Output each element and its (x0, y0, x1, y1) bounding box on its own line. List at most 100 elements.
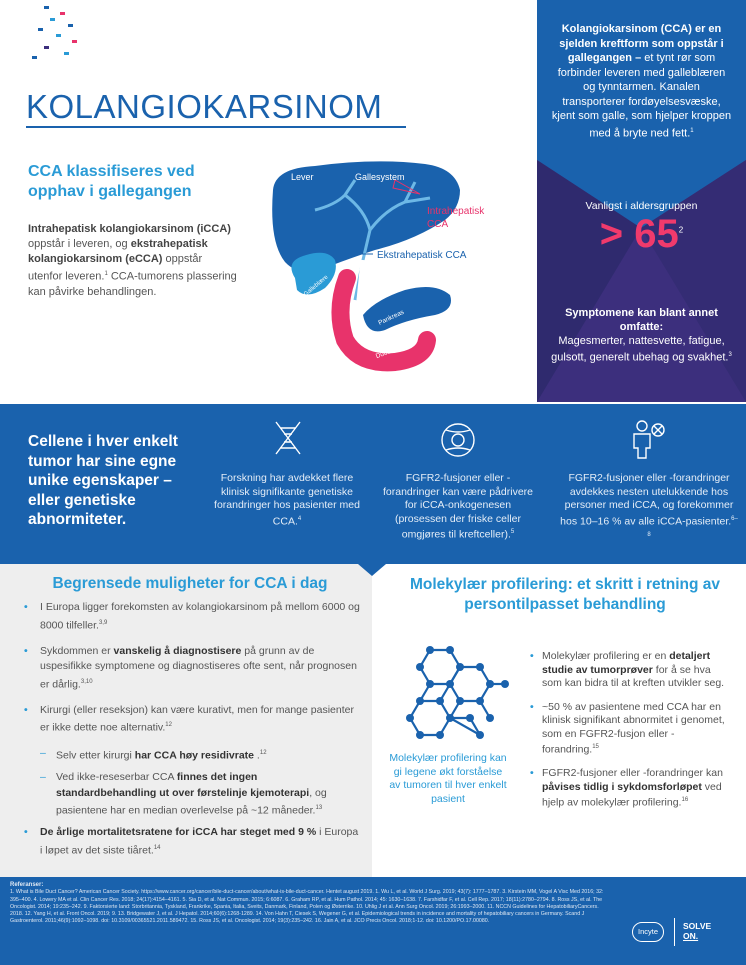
emphasis-text: vanskelig å diagnostisere (113, 644, 242, 657)
info-panel: Kolangiokarsinom (CCA) er en sjelden kre… (537, 0, 746, 402)
list-item: ~50 % av pasientene med CCA har en klini… (530, 701, 730, 758)
list-item: Kirurgi (eller reseksjon) kan være kurat… (20, 703, 360, 737)
references-text: 1. What is Bile Duct Cancer? American Ca… (10, 889, 604, 925)
emphasis-text: ekstrahepatisk kolangiokarsinom (eCCA) (28, 238, 208, 265)
body-text: I Europa ligger forekomsten av kolangiok… (40, 601, 360, 631)
panel-intro-rest: et tynt rør som forbinder leveren med ga… (551, 52, 732, 140)
body-text: Kirurgi (eller reseksjon) kan være kurat… (40, 703, 354, 734)
emphasis-text: De årlige mortalitetsratene for iCCA har… (40, 826, 317, 838)
gallbladder-shape (291, 252, 336, 295)
classification-body: Intrahepatisk kolangiokarsinom (iCCA) op… (28, 222, 238, 300)
panel-intro-bold: Kolangiokarsinom (CCA) er en sjelden kre… (559, 23, 724, 64)
panel-background (537, 0, 746, 402)
band-col-1-text: Forskning har avdekket flere klinisk sig… (214, 472, 360, 527)
body-text: oppstår i leveren, og (28, 238, 131, 250)
band-col-3-text: FGFR2-fusjoner eller -forandringer avdek… (560, 472, 734, 527)
dna-icon (275, 421, 301, 455)
body-text: . (254, 749, 260, 762)
label-lever: Lever (291, 172, 314, 182)
symptoms-ref: 3 (728, 352, 732, 358)
list-item: I Europa ligger forekomsten av kolangiok… (20, 600, 360, 634)
page-title: KOLANGIOKARSINOM (26, 88, 383, 125)
body-text: oppstår utenfor leveren. (28, 253, 203, 283)
label-intrahepatic-2: CCA (427, 219, 448, 230)
list-item: Ved ikke-reseserbar CCA finnes det ingen… (20, 770, 360, 819)
reference-marker: 3,10 (80, 678, 93, 685)
limited-options-heading: Begrensede muligheter for CCA i dag (52, 575, 328, 592)
logo-divider (674, 918, 675, 946)
reference-marker: 13 (315, 805, 323, 811)
body-text: ved hjelp av molekylær profilering. (542, 780, 722, 809)
references-footer (0, 877, 746, 965)
body-text: for å se hva som kan bidra til at krefte… (542, 663, 725, 690)
emphasis-text: finnes det ingen standardbehandling ut o… (56, 771, 310, 799)
bile-duct-lower (356, 259, 366, 301)
body-text: FGFR2-fusjoner eller -forandringer kan (542, 767, 723, 779)
label-gallesystem: Gallesystem (355, 172, 405, 182)
solve-on-logo: SOLVE ON. (683, 921, 711, 941)
emphasis-text: Intrahepatisk kolangiokarsinom (iCCA) (28, 223, 231, 235)
emphasis-text: har CCA høy residivrate (134, 749, 255, 762)
band-col-3-ref: 6–8 (647, 515, 738, 538)
label-intrahepatic-1: Intrahepatisk (427, 206, 485, 217)
duodenum-shape (331, 269, 436, 372)
band-col-3: FGFR2-fusjoner eller -forandringer avdek… (560, 472, 738, 545)
label-extrahepatic: Ekstrahepatisk CCA (377, 250, 467, 261)
age-number: > 65 (599, 212, 679, 256)
reference-marker: 14 (153, 844, 161, 851)
pancreas-shape (363, 286, 451, 332)
classification-tail: CCA-tumorens plassering kan påvirke beha… (28, 270, 237, 298)
classification-text: Intrahepatisk kolangiokarsinom (iCCA) op… (28, 223, 231, 283)
body-text: på grunn av de uspesifikke symptomene og… (40, 644, 357, 691)
profiling-heading: Molekylær profilering: et skritt i retni… (409, 576, 721, 613)
references: Referanser: 1. What is Bile Duct Cancer?… (10, 882, 610, 926)
band-col-1-ref: 4 (297, 515, 302, 522)
body-text: Sykdommen er (40, 644, 114, 657)
title-underline (26, 126, 406, 128)
molecule-icon (441, 423, 475, 457)
limited-options-list: I Europa ligger forekomsten av kolangiok… (20, 600, 360, 869)
age-label: Vanligst i aldersgruppen (585, 200, 698, 212)
band-col-2-ref: 5 (510, 529, 515, 535)
classification-ref: 1 (104, 271, 108, 277)
body-text: ~50 % av pasientene med CCA har en klini… (542, 700, 725, 756)
incyte-logo: Incyte (632, 922, 664, 942)
list-item: Molekylær profilering er en detaljert st… (530, 650, 730, 691)
list-item: Selv etter kirurgi har CCA høy residivra… (20, 746, 360, 764)
symptoms-text: Magesmerter, nattesvette, fatigue, gulso… (551, 335, 729, 364)
solve-line-2: ON. (683, 931, 699, 941)
body-text: Selv etter kirurgi (56, 749, 135, 762)
person-gene-icon (633, 420, 665, 459)
classification-heading: CCA klassifiseres ved opphav i gallegang… (28, 163, 195, 200)
panel-intro-ref: 1 (690, 127, 694, 134)
reference-marker: 16 (681, 797, 689, 803)
symptoms-heading: Symptomene kan blant annet omfatte: (565, 307, 718, 333)
age-value: > 652 (551, 212, 732, 257)
genetics-band (0, 404, 746, 564)
emphasis-text: detaljert studie av tumorprøver (542, 650, 711, 676)
body-text: , og pasientene har en median overlevels… (56, 786, 327, 817)
age-ref: 2 (678, 225, 684, 235)
intrahepatic-pointer (392, 179, 421, 195)
decorative-dots (28, 4, 88, 64)
genetics-heading: Cellene i hver enkelt tumor har sine egn… (28, 433, 178, 528)
list-item: Sykdommen er vanskelig å diagnostisere p… (20, 644, 360, 693)
body-text: i Europa i løpet av det siste tiåret. (40, 826, 359, 856)
panel-intro: Kolangiokarsinom (CCA) er en sjelden kre… (551, 22, 732, 141)
reference-marker: 3,9 (98, 619, 108, 626)
symptoms-body: Magesmerter, nattesvette, fatigue, gulso… (551, 334, 732, 365)
profiling-list: Molekylær profilering er en detaljert st… (530, 650, 730, 820)
solve-line-1: SOLVE (683, 921, 712, 931)
list-item: De årlige mortalitetsratene for iCCA har… (20, 825, 360, 859)
body-text: Molekylær profilering er en (542, 650, 670, 662)
band-notch (358, 564, 386, 576)
liver-anatomy-diagram: Lever Gallesystem Intrahepatisk CCA Ekst… (272, 161, 485, 372)
reference-marker: 12 (165, 722, 172, 728)
emphasis-text: påvises tidlig i sykdomsforløpet (542, 780, 702, 793)
reference-marker: 15 (592, 744, 599, 750)
band-col-2-text: FGFR2-fusjoner eller -forandringer kan v… (383, 472, 533, 541)
body-text: Ved ikke-reseserbar CCA (56, 771, 177, 783)
band-col-1: Forskning har avdekket flere klinisk sig… (212, 472, 362, 529)
profiling-caption: Molekylær profilering kan gi legene økt … (389, 752, 507, 805)
references-heading: Referanser: (10, 882, 44, 888)
